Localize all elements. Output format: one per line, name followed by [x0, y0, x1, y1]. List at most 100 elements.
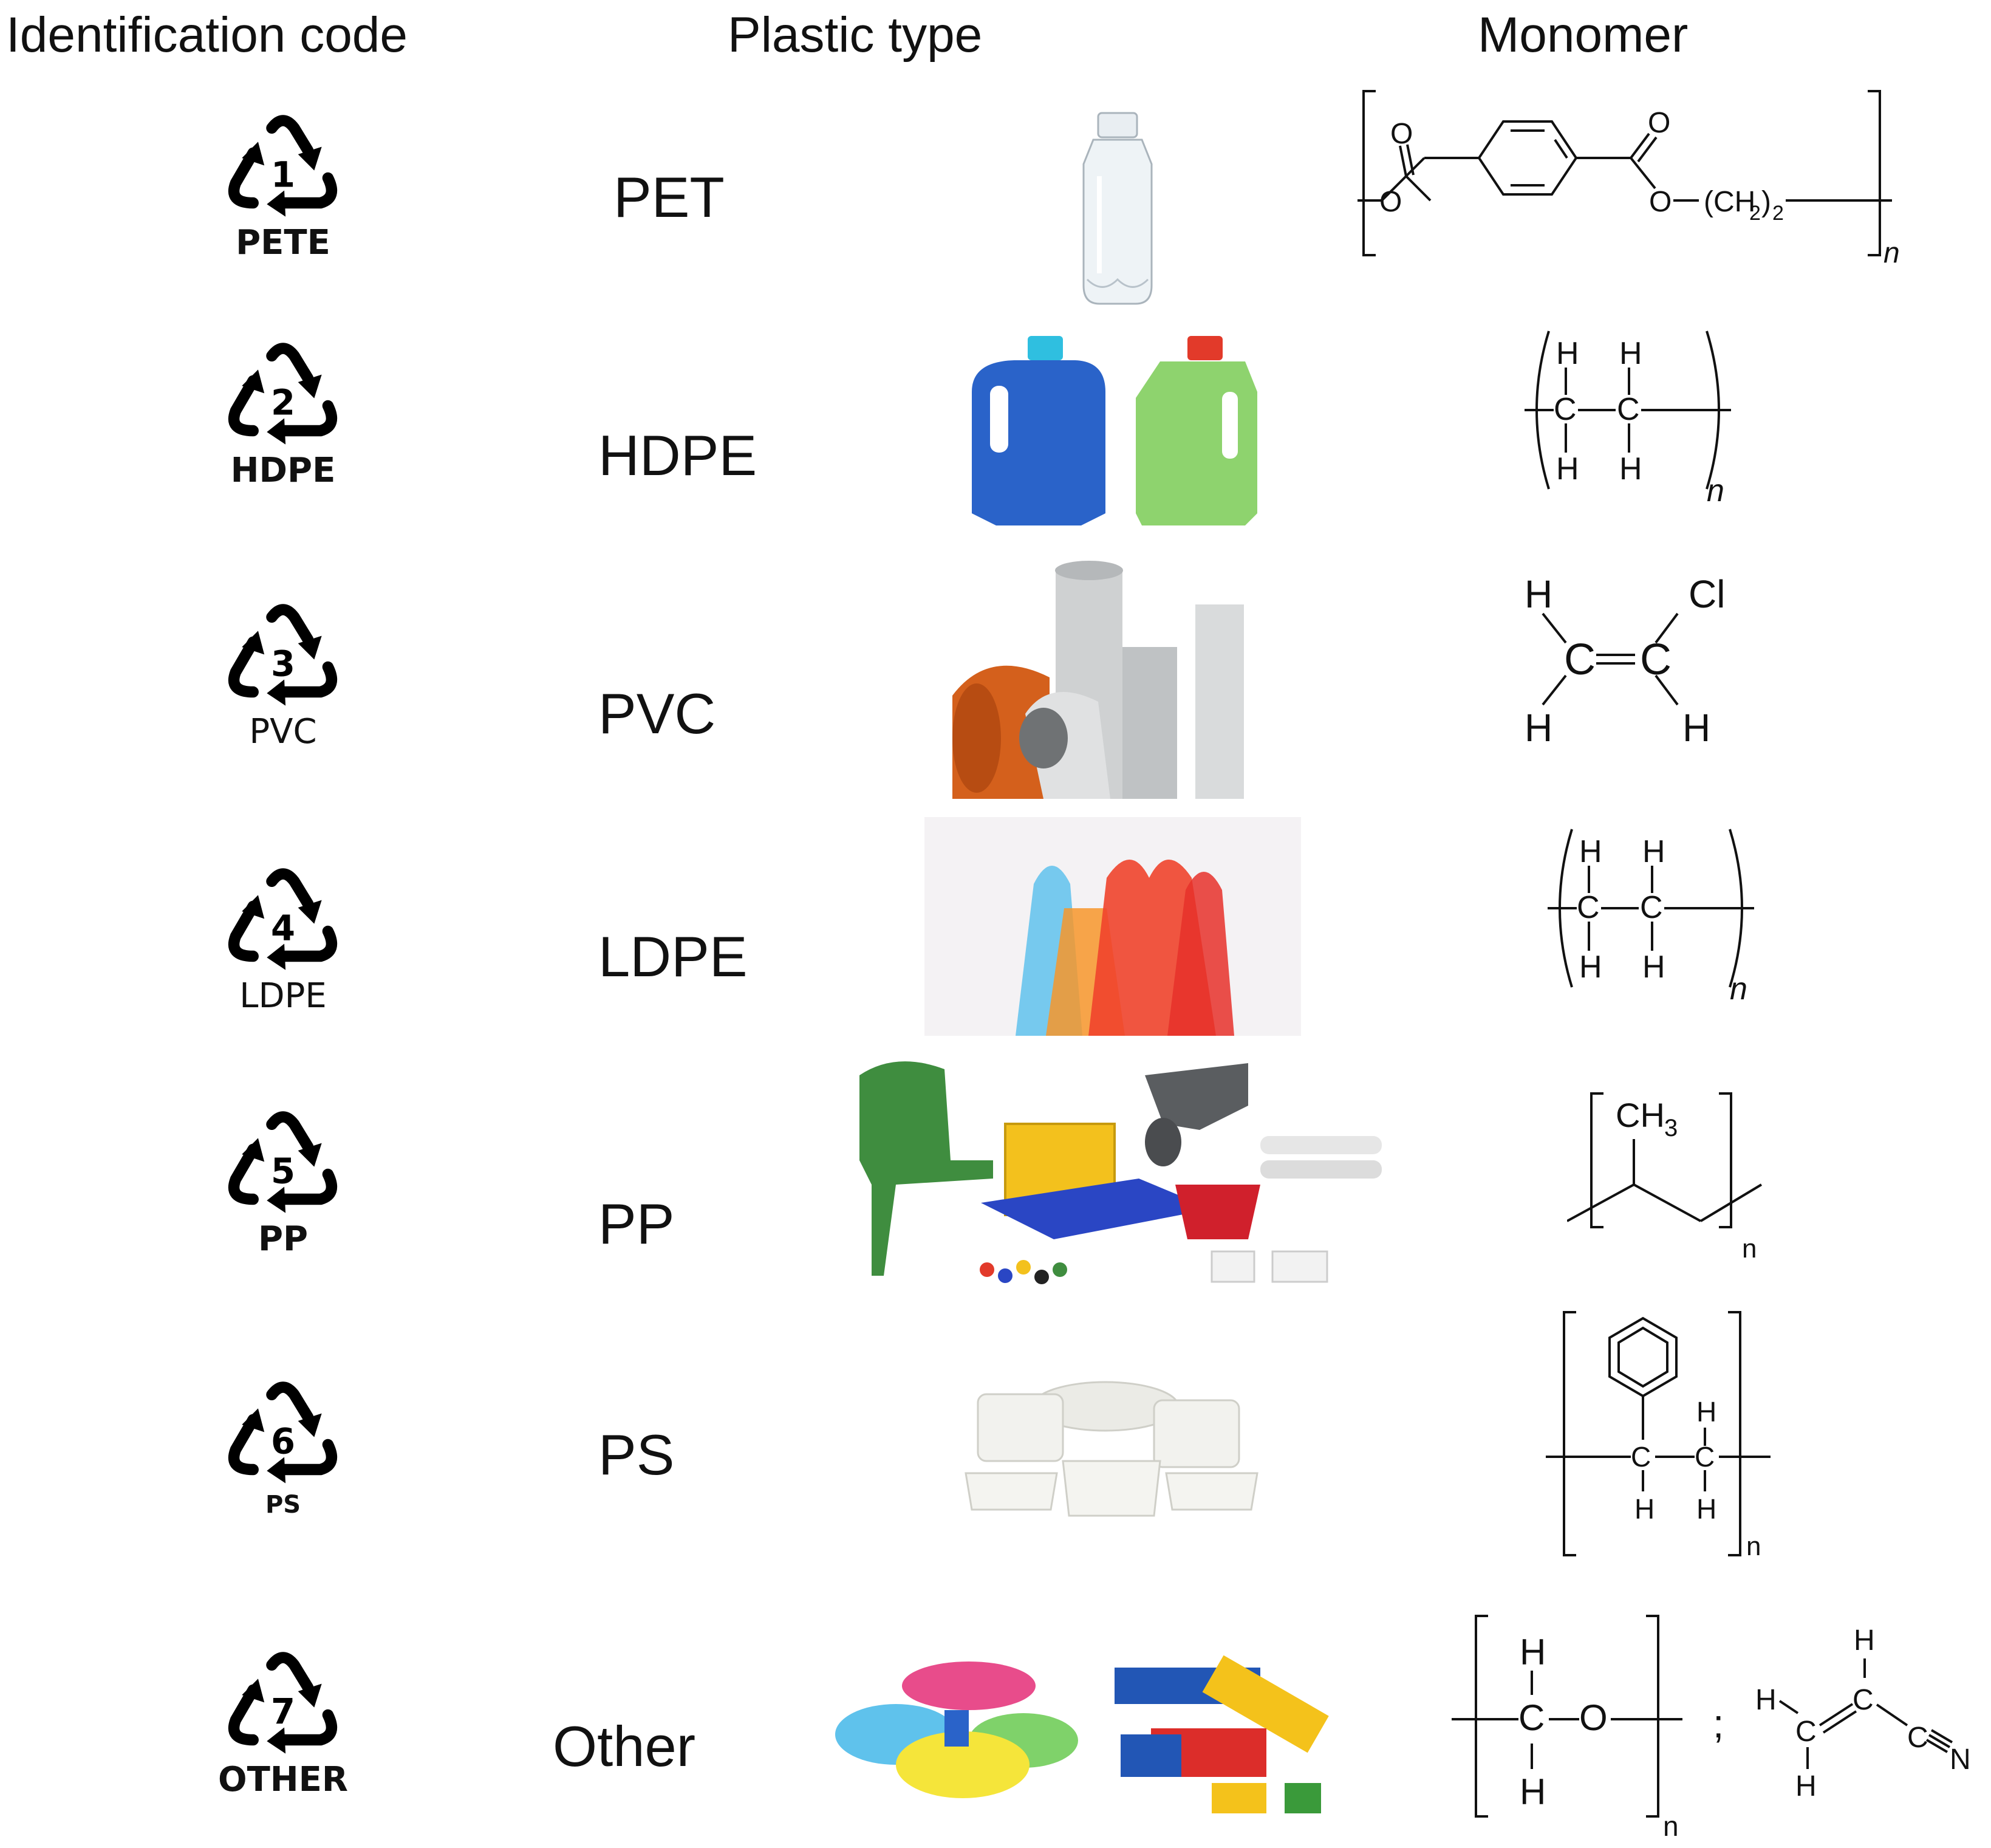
- svg-text:2: 2: [1749, 202, 1761, 225]
- code-label: PETE: [236, 223, 330, 262]
- svg-text:C: C: [1577, 890, 1600, 925]
- svg-text:C: C: [1853, 1684, 1874, 1716]
- detergent-bottles-photo: [960, 325, 1336, 525]
- code-number: 6: [271, 1421, 295, 1462]
- svg-text:H: H: [1556, 451, 1579, 487]
- foam-containers-photo: [960, 1370, 1263, 1528]
- svg-text:(CH: (CH: [1704, 186, 1755, 218]
- svg-text:H: H: [1795, 1770, 1817, 1802]
- svg-text:H: H: [1619, 336, 1642, 371]
- svg-text:n: n: [1663, 1810, 1679, 1841]
- pvc-monomer-structure: H Cl C C H H: [1525, 572, 1725, 750]
- svg-text:C: C: [1518, 1697, 1545, 1738]
- code-number: 7: [271, 1691, 295, 1732]
- svg-text:H: H: [1696, 1396, 1716, 1428]
- recycling-triangle-icon: 1: [213, 109, 353, 225]
- recycling-code-5: 5 PP: [192, 1106, 374, 1258]
- header-plastic-type: Plastic type: [728, 7, 983, 63]
- ldpe-monomer-structure: C C H H H H n: [1548, 829, 1754, 1005]
- svg-text:H: H: [1525, 706, 1552, 750]
- recycling-triangle-icon: 5: [213, 1106, 353, 1221]
- toys-photo: [835, 1643, 1406, 1819]
- svg-text:H: H: [1696, 1493, 1716, 1525]
- svg-text:n: n: [1707, 473, 1724, 507]
- svg-text:n: n: [1746, 1531, 1761, 1561]
- svg-text:CH: CH: [1616, 1096, 1665, 1134]
- svg-text:): ): [1761, 186, 1771, 218]
- svg-text:O: O: [1649, 186, 1672, 218]
- recycling-code-6: 6 PS: [192, 1376, 374, 1518]
- svg-text:H: H: [1619, 451, 1642, 487]
- svg-text:n: n: [1742, 1234, 1757, 1264]
- svg-text:2: 2: [1772, 202, 1784, 225]
- plastic-type-label: Other: [553, 1714, 696, 1778]
- plastic-type-label: HDPE: [598, 423, 757, 487]
- svg-text:C: C: [1554, 392, 1577, 427]
- svg-text:H: H: [1556, 336, 1579, 371]
- svg-text:n: n: [1730, 971, 1747, 1005]
- recycling-triangle-icon: 6: [213, 1376, 353, 1491]
- plastic-type-label: PVC: [598, 682, 716, 745]
- svg-text:O: O: [1379, 186, 1402, 218]
- svg-text:H: H: [1525, 572, 1552, 616]
- svg-text:O: O: [1390, 118, 1413, 150]
- plastic-type-label: LDPE: [598, 925, 748, 988]
- svg-text:C: C: [1695, 1441, 1715, 1473]
- svg-text:O: O: [1648, 107, 1670, 139]
- other-monomer-structure: C O H H n ; H C H C H C N: [1452, 1615, 1971, 1841]
- pp-monomer-structure: CH 3 n: [1567, 1092, 1763, 1264]
- recycling-code-4: 4 LDPE: [192, 863, 374, 1015]
- svg-text:H: H: [1642, 950, 1665, 985]
- hdpe-monomer-structure: C C H H H H n: [1525, 330, 1731, 507]
- code-label: PS: [265, 1491, 301, 1519]
- recycling-triangle-icon: 7: [213, 1646, 353, 1762]
- svg-text:C: C: [1617, 392, 1640, 427]
- svg-text:;: ;: [1713, 1701, 1724, 1746]
- pipes-photo: [952, 556, 1244, 811]
- recycling-triangle-icon: 4: [213, 863, 353, 978]
- svg-text:n: n: [1883, 237, 1900, 267]
- svg-text:N: N: [1950, 1744, 1971, 1776]
- svg-text:C: C: [1795, 1716, 1817, 1748]
- svg-text:H: H: [1579, 834, 1602, 869]
- code-number: 1: [271, 154, 295, 195]
- code-number: 2: [271, 382, 295, 423]
- svg-text:C: C: [1631, 1441, 1651, 1473]
- svg-text:C: C: [1564, 635, 1596, 684]
- svg-text:3: 3: [1664, 1115, 1678, 1141]
- header-identification-code: Identification code: [6, 7, 408, 63]
- code-number: 5: [271, 1151, 295, 1191]
- svg-text:H: H: [1854, 1624, 1875, 1657]
- household-items-photo: [823, 1039, 1400, 1300]
- plastic-type-label: PS: [598, 1423, 675, 1487]
- plastic-bags-photo: [924, 817, 1301, 1036]
- recycling-code-7: 7 OTHER: [192, 1646, 374, 1798]
- recycling-triangle-icon: 2: [213, 337, 353, 453]
- recycling-code-2: 2 HDPE: [192, 337, 374, 489]
- code-label: LDPE: [239, 976, 327, 1016]
- code-label: PP: [258, 1219, 309, 1259]
- svg-text:H: H: [1579, 950, 1602, 985]
- code-number: 3: [271, 643, 295, 684]
- svg-text:H: H: [1682, 706, 1710, 750]
- header-monomer: Monomer: [1478, 7, 1689, 63]
- svg-text:H: H: [1755, 1684, 1777, 1716]
- svg-text:H: H: [1642, 834, 1665, 869]
- plastic-type-label: PET: [613, 165, 725, 229]
- svg-text:Cl: Cl: [1689, 572, 1725, 616]
- clear-bottle-photo: [1082, 112, 1153, 305]
- svg-text:C: C: [1640, 890, 1663, 925]
- code-label: OTHER: [217, 1760, 349, 1799]
- svg-text:C: C: [1907, 1722, 1928, 1754]
- code-label: PVC: [249, 712, 317, 751]
- recycling-code-3: 3 PVC: [192, 598, 374, 750]
- code-label: HDPE: [230, 451, 336, 490]
- recycling-code-1: 1 PETE: [192, 109, 374, 261]
- pet-monomer-structure: O O O O (CH 2 ) 2 n: [1358, 90, 1900, 267]
- code-number: 4: [271, 908, 295, 948]
- plastic-type-label: PP: [598, 1192, 675, 1256]
- svg-text:H: H: [1520, 1771, 1546, 1812]
- svg-text:H: H: [1520, 1632, 1546, 1672]
- svg-text:O: O: [1579, 1697, 1608, 1738]
- svg-text:H: H: [1634, 1493, 1655, 1525]
